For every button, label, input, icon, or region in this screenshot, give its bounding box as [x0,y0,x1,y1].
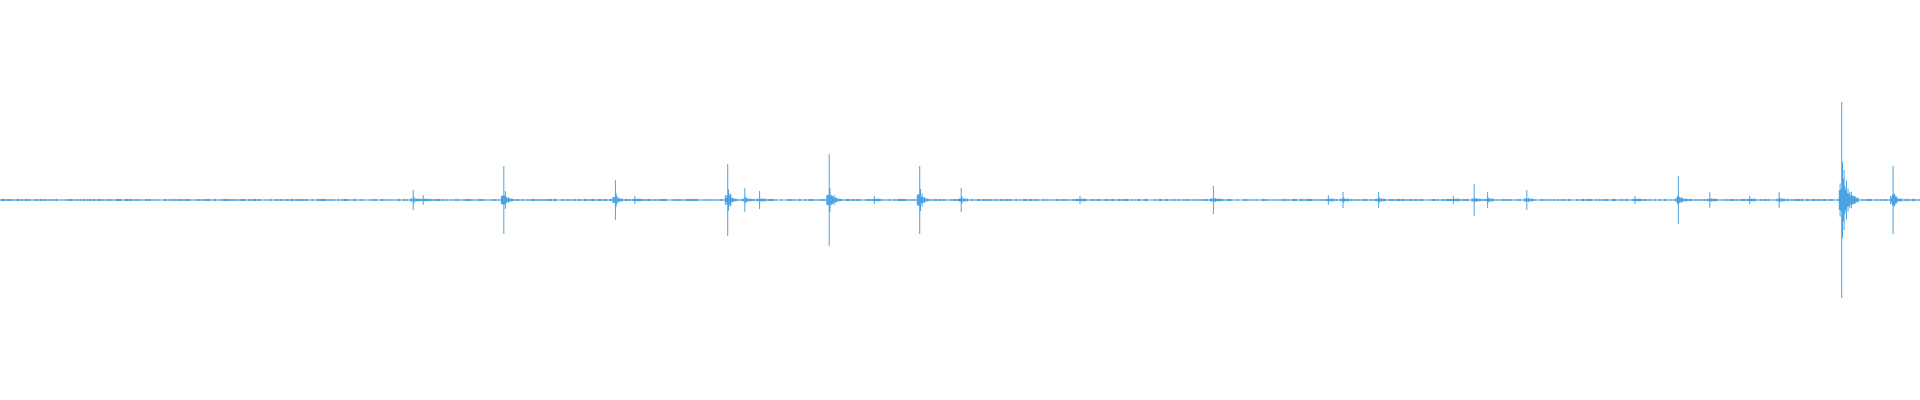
waveform-burst-21 [1523,190,1534,210]
waveform-burst-13 [1077,196,1087,204]
waveform-burst-6 [724,164,737,236]
waveform-burst-4 [612,180,624,220]
waveform-burst-14 [1210,186,1221,214]
waveform-burst-5 [631,196,641,204]
waveform-burst-3 [500,166,514,234]
waveform-burst-20 [1484,192,1494,208]
waveform-burst-1 [410,190,421,210]
waveform-burst-17 [1375,192,1385,208]
waveform-burst-27 [1838,102,1859,298]
waveform-burst-28 [1890,166,1903,234]
waveform-burst-25 [1746,196,1756,204]
waveform-burst-11 [916,166,929,234]
waveform-burst-10 [871,196,881,204]
waveform-burst-16 [1340,192,1350,208]
waveform-burst-22 [1632,196,1641,204]
waveform-burst-12 [958,188,969,212]
waveform-burst-9 [826,154,841,246]
waveform-bursts [410,102,1903,298]
waveform-burst-8 [756,191,766,209]
waveform-burst-24 [1706,192,1716,208]
waveform-burst-19 [1471,184,1482,216]
waveform-burst-23 [1675,176,1687,224]
waveform-burst-18 [1450,196,1460,204]
waveform-burst-26 [1776,192,1786,208]
waveform-burst-2 [420,195,430,205]
waveform-burst-7 [741,188,752,212]
waveform-burst-15 [1325,195,1335,205]
